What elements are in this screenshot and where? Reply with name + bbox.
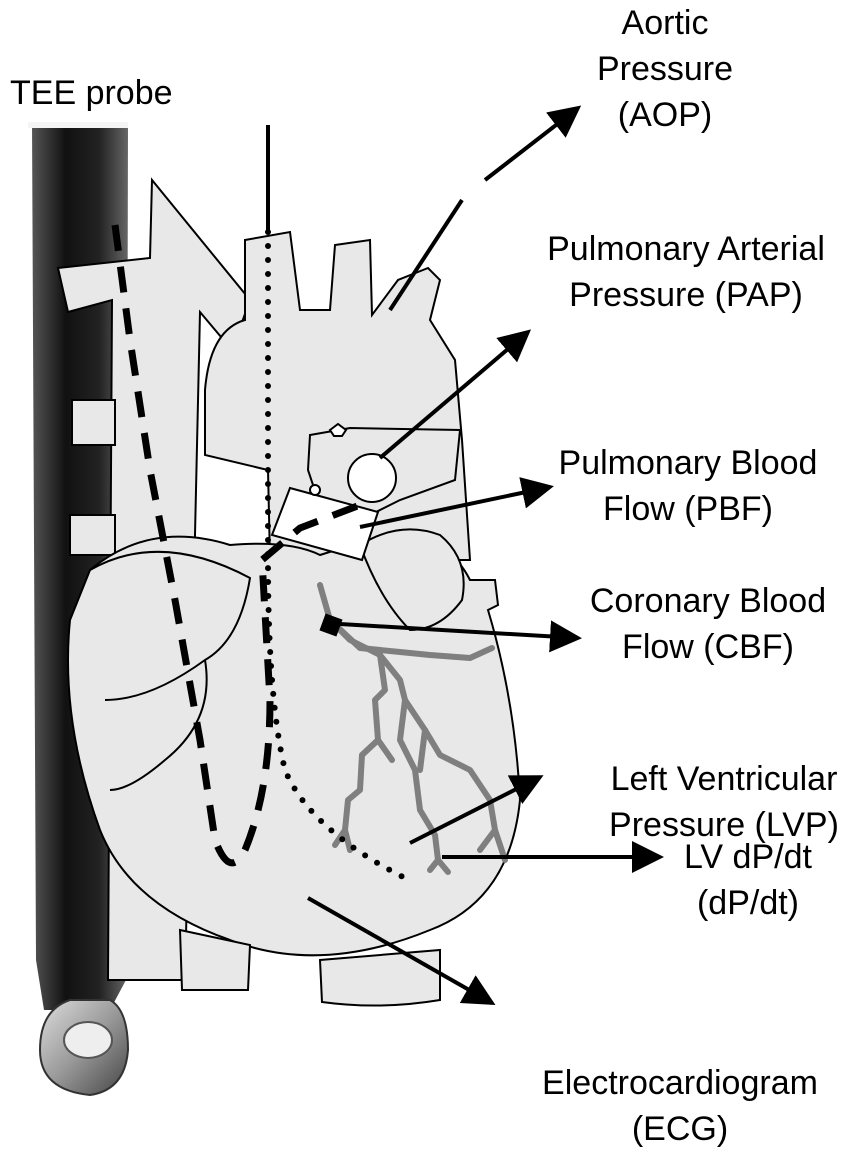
aop-arrow-head <box>485 108 578 180</box>
lvp-label: Left Ventricular Pressure (LVP) <box>609 760 839 844</box>
svg-text:Pressure (PAP): Pressure (PAP) <box>569 276 803 314</box>
svg-text:Flow (PBF): Flow (PBF) <box>603 490 773 528</box>
svg-text:(ECG): (ECG) <box>632 1110 728 1148</box>
svg-text:Electrocardiogram: Electrocardiogram <box>542 1064 818 1102</box>
svg-text:Left Ventricular: Left Ventricular <box>611 760 838 798</box>
svg-text:Pulmonary Arterial: Pulmonary Arterial <box>547 230 825 268</box>
svg-text:Aortic: Aortic <box>622 4 709 42</box>
svg-text:(dP/dt): (dP/dt) <box>697 884 799 922</box>
svg-text:(AOP): (AOP) <box>618 96 712 134</box>
svg-text:Pulmonary Blood: Pulmonary Blood <box>559 444 818 482</box>
svg-text:Pressure: Pressure <box>597 50 733 88</box>
ecg-label: Electrocardiogram (ECG) <box>542 1064 818 1148</box>
dpdt-label: LV dP/dt (dP/dt) <box>684 838 812 922</box>
tee-probe-label: TEE probe <box>10 74 173 112</box>
svg-text:Flow (CBF): Flow (CBF) <box>622 628 794 666</box>
cbf-label: Coronary Blood Flow (CBF) <box>590 582 826 666</box>
pbf-label: Pulmonary Blood Flow (PBF) <box>559 444 818 528</box>
pap-label: Pulmonary Arterial Pressure (PAP) <box>547 230 825 314</box>
svg-text:Coronary Blood: Coronary Blood <box>590 582 826 620</box>
svg-text:LV dP/dt: LV dP/dt <box>684 838 812 876</box>
aop-label: Aortic Pressure (AOP) <box>597 4 733 134</box>
